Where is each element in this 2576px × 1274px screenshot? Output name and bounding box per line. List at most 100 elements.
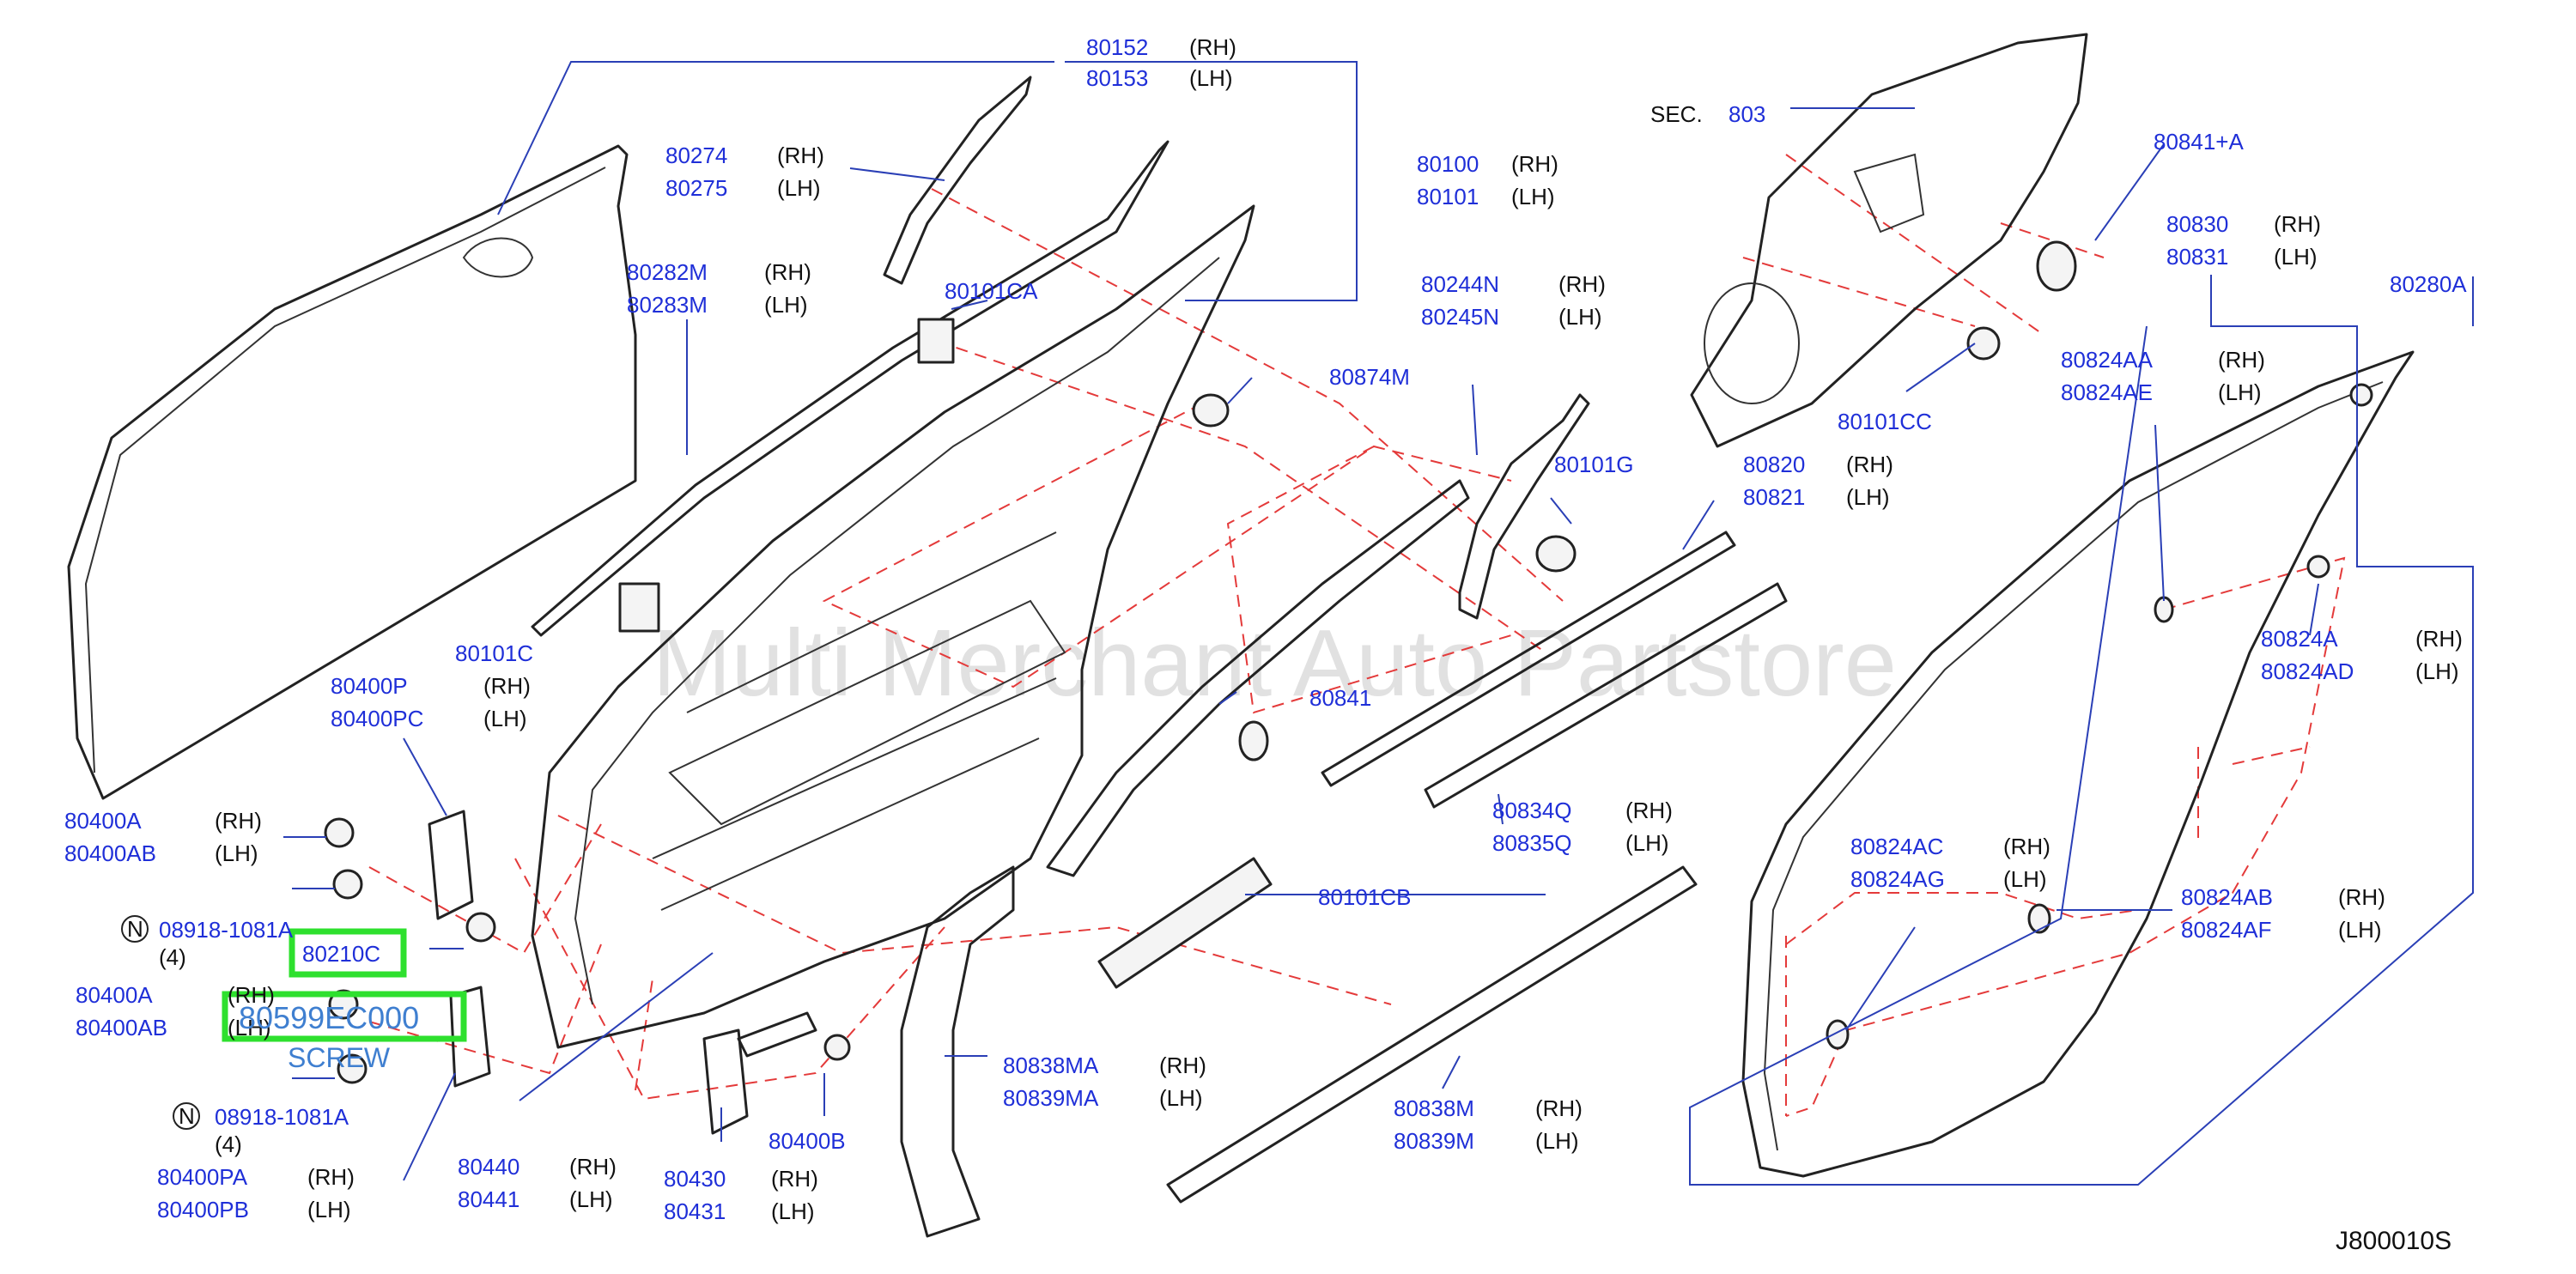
highlight-box-80599EC000	[222, 991, 467, 1042]
svg-text:(RH): (RH)	[483, 673, 531, 699]
svg-text:(LH): (LH)	[2415, 658, 2459, 684]
part-lower-strip-80838M	[1166, 865, 1698, 1204]
overlay-description: SCREW	[288, 1042, 391, 1073]
callout-80101CA[interactable]: 80101CA	[945, 278, 1038, 304]
callout-80244N[interactable]: 80244N(RH) 80245N(LH)	[1421, 271, 1606, 330]
svg-text:(LH): (LH)	[1511, 184, 1555, 209]
svg-text:(LH): (LH)	[777, 175, 821, 201]
diagram-code: J800010S	[2336, 1227, 2451, 1255]
svg-text:(RH): (RH)	[228, 982, 275, 1008]
svg-text:(LH): (LH)	[569, 1186, 613, 1212]
svg-text:(LH): (LH)	[1535, 1128, 1579, 1154]
callout-sec-803[interactable]: SEC. 803	[1650, 101, 1765, 127]
callout-80820[interactable]: 80820(RH) 80821(LH)	[1743, 452, 1893, 510]
svg-text:80400A: 80400A	[64, 808, 142, 834]
svg-text:80824A: 80824A	[2261, 626, 2338, 652]
svg-text:80400PA: 80400PA	[157, 1164, 248, 1190]
part-inner-panel-sec803	[1690, 33, 2088, 448]
svg-text:(LH): (LH)	[1625, 830, 1669, 856]
callout-80824AB[interactable]: 80824AB(RH) 80824AF(LH)	[2181, 884, 2385, 943]
svg-text:80824AD: 80824AD	[2261, 658, 2354, 684]
svg-text:80101CC: 80101CC	[1838, 409, 1932, 434]
callout-nut-bottom[interactable]: N 08918-1081A (4)	[173, 1102, 349, 1157]
svg-text:80874M: 80874M	[1329, 364, 1410, 390]
callout-80152[interactable]: 80152(RH) 80153(LH)	[1086, 34, 1236, 91]
callout-80838MA[interactable]: 80838MA(RH) 80839MA(LH)	[1003, 1053, 1206, 1111]
callout-80280A[interactable]: 80280A	[2390, 271, 2467, 297]
svg-text:80400AB: 80400AB	[64, 840, 156, 866]
callout-80400A-bottom[interactable]: 80400A(RH) 80400AB(LH)	[76, 982, 275, 1040]
svg-text:(LH): (LH)	[215, 840, 258, 866]
svg-text:80430: 80430	[664, 1166, 726, 1192]
svg-text:(RH): (RH)	[1625, 798, 1673, 823]
svg-text:80838MA: 80838MA	[1003, 1053, 1099, 1078]
svg-text:80400PC: 80400PC	[331, 706, 423, 731]
svg-text:80282M: 80282M	[627, 259, 708, 285]
svg-text:80841: 80841	[1309, 685, 1371, 711]
callout-80274[interactable]: 80274(RH) 80275(LH)	[665, 143, 824, 201]
callout-80838M[interactable]: 80838M(RH) 80839M(LH)	[1394, 1095, 1583, 1154]
callout-80440[interactable]: 80440 (RH) 80441 (LH)	[458, 1154, 617, 1212]
svg-text:80210C: 80210C	[302, 941, 380, 967]
part-inner-door-frame-80100	[531, 204, 1255, 1049]
svg-text:80244N: 80244N	[1421, 271, 1499, 297]
callout-80400B[interactable]: 80400B	[769, 1128, 846, 1154]
callout-80101CB[interactable]: 80101CB	[1318, 884, 1411, 910]
callout-80430[interactable]: 80430(RH) 80431(LH)	[664, 1166, 818, 1224]
overlay-part-number: 80599EC000	[239, 1000, 419, 1035]
callout-80830[interactable]: 80830(RH) 80831(LH)	[2166, 211, 2321, 270]
callout-80841A[interactable]: 80841+A	[2154, 129, 2244, 155]
assembly-dashed-lines	[368, 154, 2346, 1117]
svg-text:(RH): (RH)	[1846, 452, 1893, 477]
overlay-screw-annotation[interactable]: 80599EC000 SCREW	[239, 1000, 419, 1073]
svg-text:80824AC: 80824AC	[1850, 834, 1943, 859]
svg-text:(LH): (LH)	[307, 1197, 351, 1222]
callout-80100[interactable]: 80100(RH) 80101(LH)	[1417, 151, 1558, 209]
svg-text:80839M: 80839M	[1394, 1128, 1474, 1154]
svg-text:(LH): (LH)	[2003, 866, 2047, 892]
svg-text:80280A: 80280A	[2390, 271, 2467, 297]
svg-text:(RH): (RH)	[764, 259, 811, 285]
callout-80282M[interactable]: 80282M(RH) 80283M(LH)	[627, 259, 811, 318]
callout-nut-top[interactable]: N 08918-1081A (4)	[121, 915, 294, 970]
callout-80101CC[interactable]: 80101CC	[1838, 409, 1932, 434]
part-outer-weatherstrip-80820	[1321, 531, 1736, 787]
svg-text:80440: 80440	[458, 1154, 519, 1180]
svg-text:(LH): (LH)	[1189, 65, 1233, 91]
svg-text:80274: 80274	[665, 143, 727, 168]
svg-text:(LH): (LH)	[2218, 379, 2262, 405]
svg-text:80101CA: 80101CA	[945, 278, 1038, 304]
svg-text:80441: 80441	[458, 1186, 519, 1212]
callout-80210C[interactable]: 80210C	[302, 941, 380, 967]
callout-80101G[interactable]: 80101G	[1554, 452, 1634, 477]
callout-80400PA[interactable]: 80400PA(RH) 80400PB(LH)	[157, 1164, 355, 1222]
callout-80101C[interactable]: 80101C	[455, 640, 533, 666]
callout-80874M[interactable]: 80874M	[1329, 364, 1410, 390]
part-insulator-80101CB	[1097, 857, 1273, 989]
svg-text:80831: 80831	[2166, 244, 2228, 270]
callout-80400P[interactable]: 80400P(RH) 80400PC(LH)	[331, 673, 531, 731]
svg-text:80101C: 80101C	[455, 640, 533, 666]
callout-80400A-top[interactable]: 80400A (RH) 80400AB (LH)	[64, 808, 262, 866]
svg-text:80431: 80431	[664, 1198, 726, 1224]
svg-text:(RH): (RH)	[569, 1154, 617, 1180]
svg-text:80824AF: 80824AF	[2181, 917, 2272, 943]
svg-text:80101G: 80101G	[1554, 452, 1634, 477]
svg-text:(RH): (RH)	[2274, 211, 2321, 237]
callout-80834Q[interactable]: 80834Q(RH) 80835Q(LH)	[1492, 798, 1673, 856]
svg-text:SEC.: SEC.	[1650, 101, 1703, 127]
svg-text:N: N	[179, 1103, 195, 1129]
svg-text:80101: 80101	[1417, 184, 1479, 209]
svg-text:80839MA: 80839MA	[1003, 1085, 1099, 1111]
callout-80824A[interactable]: 80824A(RH) 80824AD(LH)	[2261, 626, 2463, 684]
svg-text:(RH): (RH)	[215, 808, 262, 834]
callout-80824AC[interactable]: 80824AC(RH) 80824AG(LH)	[1850, 834, 2050, 892]
callout-80824AA[interactable]: 80824AA(RH) 80824AE(LH)	[2061, 347, 2265, 405]
svg-text:(LH): (LH)	[771, 1198, 815, 1224]
svg-text:(RH): (RH)	[1189, 34, 1236, 60]
svg-text:(4): (4)	[215, 1131, 242, 1157]
callout-80841[interactable]: 80841	[1309, 685, 1371, 711]
svg-text:(RH): (RH)	[1159, 1053, 1206, 1078]
